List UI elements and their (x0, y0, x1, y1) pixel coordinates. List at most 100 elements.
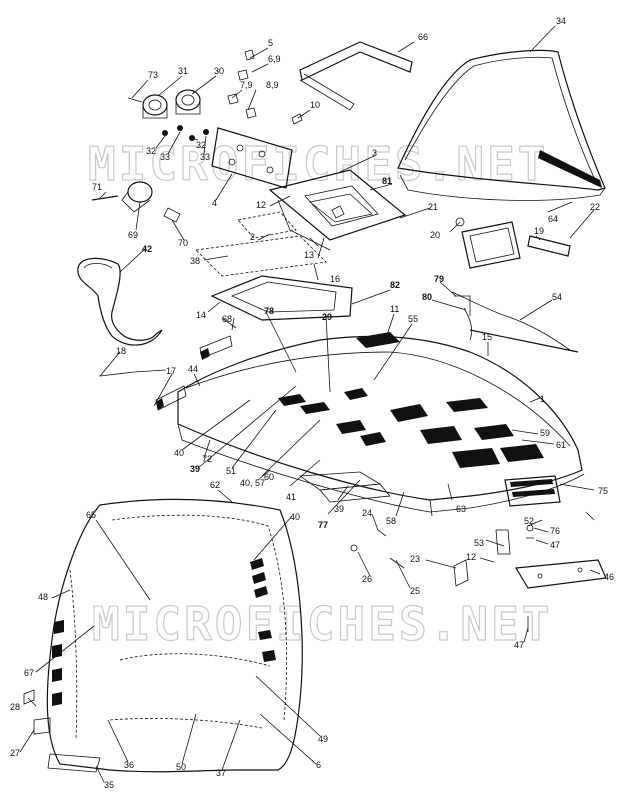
callout-47-lower: 47 (514, 640, 524, 650)
hood-main (177, 335, 585, 517)
mirror (77, 257, 163, 346)
callout-58: 58 (386, 516, 396, 526)
callout-28: 28 (10, 702, 20, 712)
gauge-bracket (211, 127, 293, 189)
watermark-upper: MICROFICHES.NET (88, 137, 548, 191)
callout-22: 22 (590, 202, 600, 212)
callout-65: 65 (86, 510, 96, 520)
callout-20: 20 (430, 230, 440, 240)
callout-61: 61 (556, 440, 566, 450)
callout-52: 52 (524, 516, 534, 526)
callout-68: 68 (222, 314, 232, 324)
callout-79: 79 (434, 274, 444, 284)
callout-13: 13 (304, 250, 314, 260)
windshield (397, 49, 606, 201)
callout-33-right: 33 (200, 152, 210, 162)
callout-33-left: 33 (160, 152, 170, 162)
callout-29: 29 (322, 312, 332, 322)
callout-32-right: 32 (196, 140, 206, 150)
callout-23: 23 (410, 554, 420, 564)
callout-10: 10 (310, 100, 320, 110)
callout-62: 62 (210, 480, 220, 490)
callout-27: 27 (10, 748, 20, 758)
decal-68 (199, 335, 233, 360)
callout-51: 51 (226, 466, 236, 476)
callout-30: 30 (214, 66, 224, 76)
callout-3: 3 (372, 148, 377, 158)
tail-lamp (455, 217, 571, 269)
callout-69: 69 (128, 230, 138, 240)
callout-81: 81 (382, 176, 392, 186)
callout-47-upper: 47 (550, 540, 560, 550)
callout-12-lower: 12 (466, 552, 476, 562)
decal-44 (155, 385, 187, 411)
misc-hardware (350, 511, 595, 632)
callout-82: 82 (390, 280, 400, 290)
callout-39-upper: 39 (190, 464, 200, 474)
callout-24: 24 (362, 508, 372, 518)
callout-32-left: 32 (146, 146, 156, 156)
callout-66: 66 (418, 32, 428, 42)
belly-pan-louvers (52, 558, 276, 706)
callout-53: 53 (474, 538, 484, 548)
callout-11: 11 (390, 304, 399, 314)
callout-21: 21 (428, 202, 438, 212)
callout-5: 5 (268, 38, 273, 48)
callout-31: 31 (178, 66, 188, 76)
callout-35: 35 (104, 780, 114, 790)
callout-50: 50 (176, 762, 186, 772)
bracket-46 (514, 559, 607, 589)
callout-37: 37 (216, 768, 226, 778)
headlight-housing (268, 169, 407, 251)
callout-16: 16 (330, 274, 340, 284)
callout-71: 71 (92, 182, 102, 192)
callout-39-lower: 39 (334, 504, 344, 514)
callout-63: 63 (456, 504, 466, 514)
callout-49: 49 (318, 734, 328, 744)
callout-8-9: 8,9 (266, 80, 279, 90)
callout-77: 77 (318, 520, 328, 530)
callout-40-upper: 40 (174, 448, 184, 458)
callout-labels: 5 6,9 66 34 73 31 30 7,9 8,9 10 32 33 32… (10, 16, 614, 790)
hood-side-trim (298, 471, 391, 503)
leader-lines (19, 25, 601, 783)
callout-48: 48 (38, 592, 48, 602)
headlight-lens (210, 275, 353, 329)
belly-pan (46, 498, 303, 773)
callout-41: 41 (286, 492, 296, 502)
callout-6: 6 (316, 760, 321, 770)
callout-2: 2 (250, 232, 255, 242)
callout-18: 18 (116, 346, 126, 356)
grille (504, 475, 561, 507)
watermark-lower: MICROFICHES.NET (92, 597, 552, 651)
callout-46: 46 (604, 572, 614, 582)
callout-15: 15 (482, 332, 492, 342)
callout-64: 64 (548, 214, 558, 224)
callout-67: 67 (24, 668, 34, 678)
callout-26: 26 (362, 574, 372, 584)
callout-76: 76 (550, 526, 560, 536)
bulb-socket (309, 205, 345, 247)
callout-14: 14 (196, 310, 206, 320)
callout-70: 70 (178, 238, 188, 248)
callout-59: 59 (540, 428, 550, 438)
callout-12-top: 12 (256, 200, 266, 210)
callout-7-9: 7,9 (240, 80, 253, 90)
callout-73: 73 (148, 70, 158, 80)
callout-72: 72 (202, 454, 212, 464)
gauge-30 (175, 89, 201, 115)
callout-75: 75 (598, 486, 608, 496)
callout-60: 60 (264, 472, 274, 482)
callout-55: 55 (408, 314, 418, 324)
callout-54: 54 (552, 292, 562, 302)
callout-4: 4 (212, 198, 217, 208)
callout-40-lower: 40 (290, 512, 300, 522)
callout-38: 38 (190, 256, 200, 266)
belly-pan-bottom (23, 689, 101, 773)
callout-34: 34 (556, 16, 566, 26)
callout-6-9: 6,9 (268, 54, 281, 64)
callout-80: 80 (422, 292, 432, 302)
trim-strip (299, 41, 413, 111)
lens-gasket (195, 211, 327, 277)
